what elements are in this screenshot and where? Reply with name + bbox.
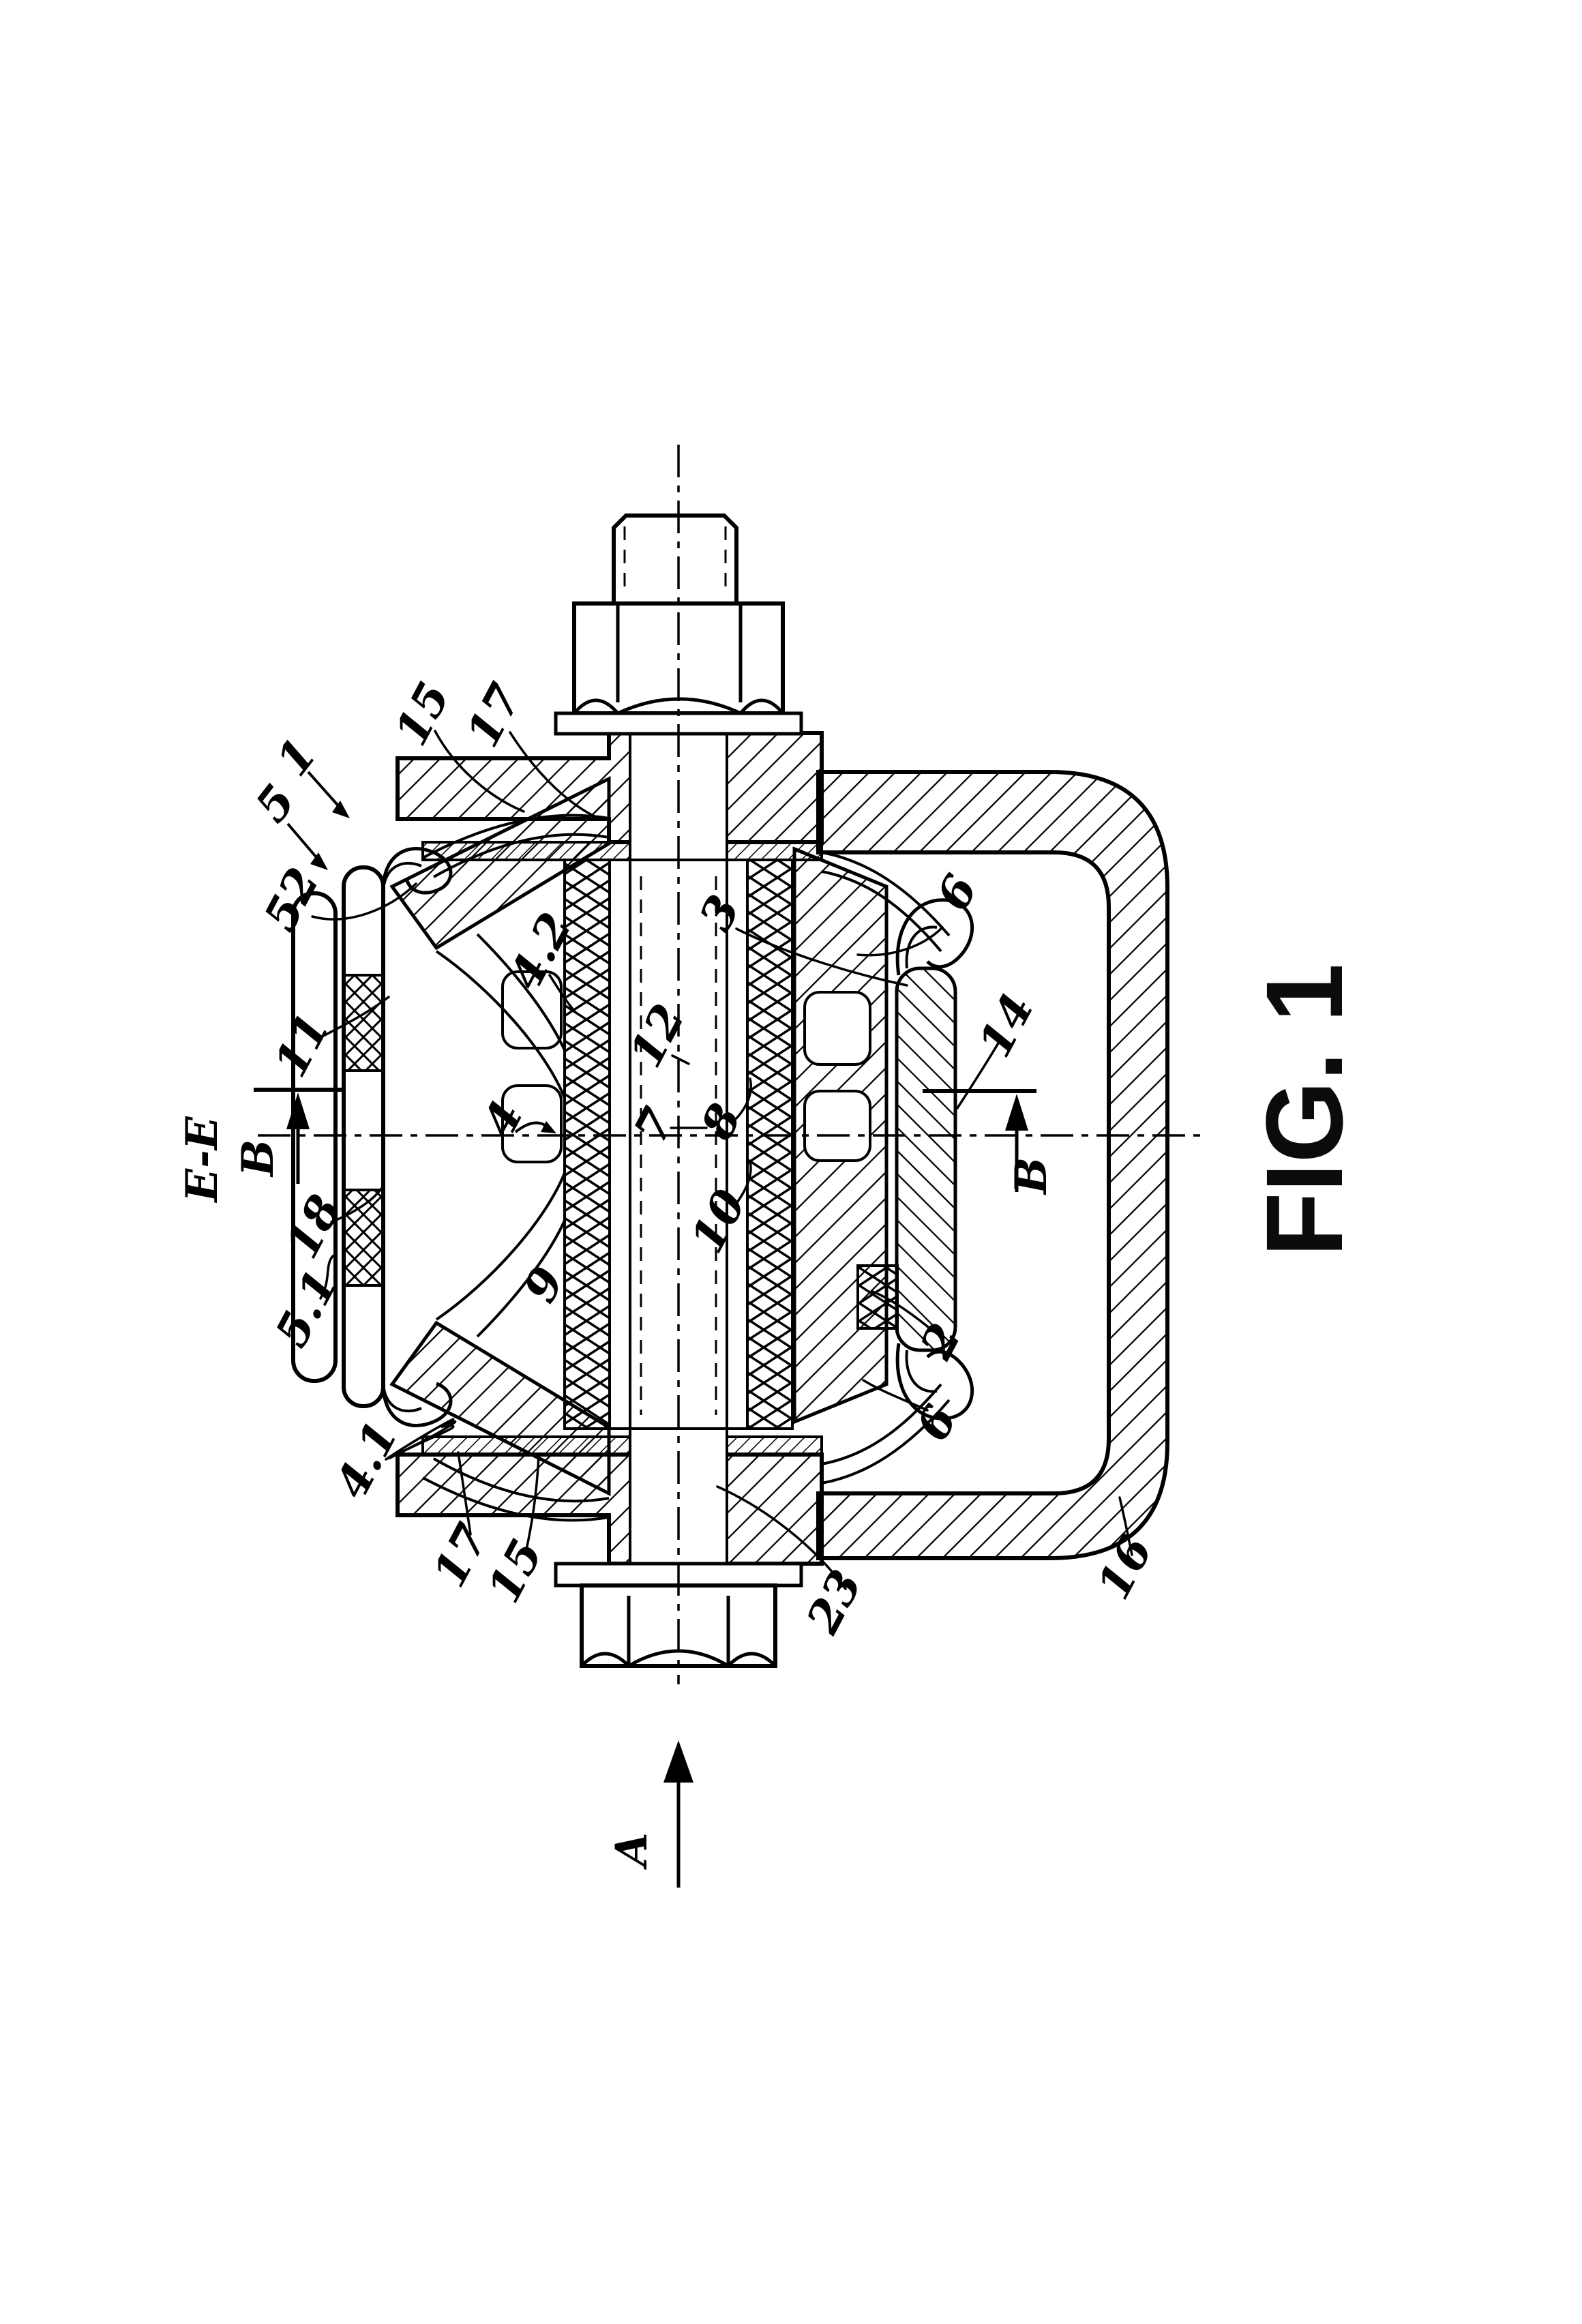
section-label-b-right: B [1006, 1157, 1057, 1195]
section-label-b-left: B [233, 1139, 284, 1178]
center-bolt-column [563, 859, 794, 1430]
seal-lip-bottom [381, 1380, 453, 1427]
rolled-lip-top [895, 898, 974, 976]
figure-caption: FIG. 1 [1243, 964, 1365, 1257]
right-cup-sleeve [856, 898, 974, 1420]
sheet-metal-shells [422, 814, 951, 1522]
view-arrow-a: A [606, 1740, 693, 1888]
section-view-label: E-E [177, 1116, 228, 1204]
leader-lines [311, 730, 1133, 1590]
rubber-stop-block [856, 1264, 899, 1330]
view-direction-label: A [606, 1832, 657, 1870]
seal-lip-top [381, 847, 453, 895]
section-arrow-b-right: B [923, 1089, 1057, 1195]
left-rim-assembly [291, 847, 453, 1427]
section-arrow-b-left: B [233, 1088, 344, 1184]
rolled-lip-bottom [895, 1343, 974, 1420]
pointer-arrows [286, 771, 556, 1133]
top-bolt-end [612, 513, 738, 606]
rubber-body-contours [435, 933, 566, 1338]
outer-support-bracket [816, 770, 1169, 1560]
